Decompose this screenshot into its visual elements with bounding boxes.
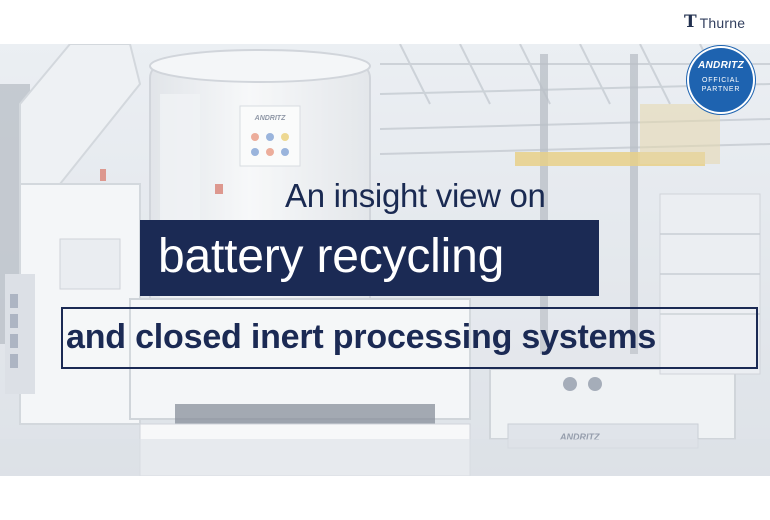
svg-text:ANDRITZ: ANDRITZ <box>254 115 286 122</box>
thurne-wordmark: Thurne <box>699 14 746 31</box>
svg-text:ANDRITZ: ANDRITZ <box>559 432 600 442</box>
badge-brand: ANDRITZ <box>698 60 744 71</box>
badge-line-partner: PARTNER <box>701 86 741 93</box>
thurne-mark-icon: T <box>684 12 697 32</box>
andritz-partner-badge: ANDRITZ OFFICIAL PARTNER <box>689 48 753 112</box>
headline-line-1: An insight view on <box>285 177 546 214</box>
headline-highlight-box <box>140 220 599 296</box>
thurne-logo: T Thurne <box>684 14 745 31</box>
headline-outline-box <box>61 307 758 369</box>
headline-line-2: battery recycling <box>158 230 505 283</box>
badge-line-official: OFFICIAL <box>702 77 740 84</box>
headline-line-3: and closed inert processing systems <box>66 318 657 356</box>
